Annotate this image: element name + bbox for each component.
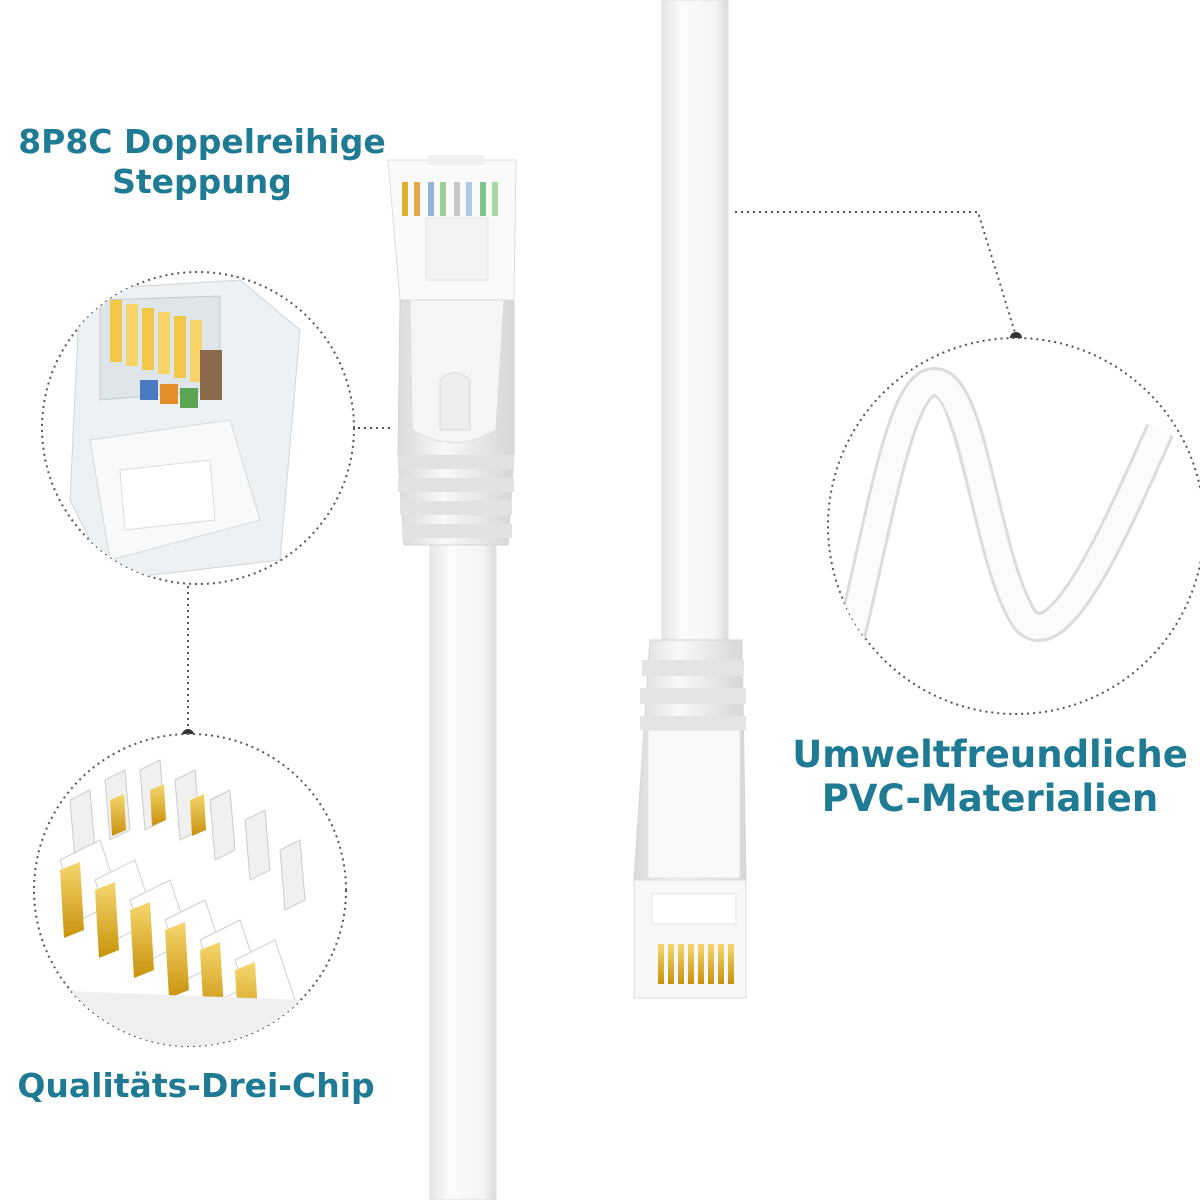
connector-caption-line-2: Steppung [112, 161, 292, 201]
chip-caption-line: Qualitäts-Drei-Chip [17, 1066, 375, 1105]
connector-caption: 8P8C Doppelreihige Steppung [0, 122, 404, 201]
material-caption-line-1: Umweltfreundliche [792, 733, 1188, 776]
left-cable [387, 155, 517, 1200]
connector-detail-circle [41, 271, 355, 585]
chip-caption: Qualitäts-Drei-Chip [0, 1066, 392, 1106]
left-plug-pins [402, 182, 498, 216]
connector-caption-line-1: 8P8C Doppelreihige [18, 122, 386, 161]
right-plug-pins [658, 944, 734, 984]
material-detail-circle [827, 337, 1200, 715]
material-caption: Umweltfreundliche PVC-Materialien [780, 733, 1200, 822]
right-cable [633, 0, 747, 999]
material-caption-line-2: PVC-Materialien [821, 777, 1159, 821]
chip-detail-circle [33, 733, 347, 1047]
